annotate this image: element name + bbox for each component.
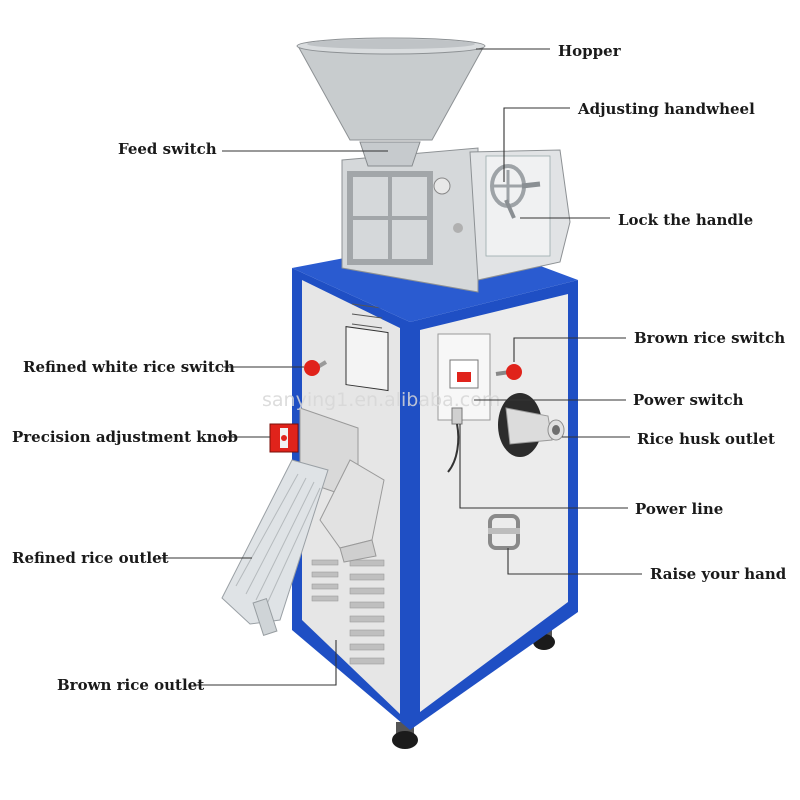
callout-power-line: Power line [459, 424, 723, 518]
callout-adjusting-handwheel: Adjusting handwheel [503, 100, 755, 182]
callout-raise-your-hand: Raise your hand [507, 548, 787, 583]
hopper-bowl [296, 37, 486, 141]
callout-lock-the-handle: Lock the handle [520, 211, 753, 229]
brown-rice-switch-knob [495, 364, 522, 380]
leader-line [513, 337, 626, 362]
watermark-text: sanying1.en.alibaba.com [262, 389, 500, 411]
cabinet-front-face [410, 280, 578, 730]
leader-line [507, 548, 642, 575]
adjusting-handwheel-wheel [490, 164, 541, 219]
callout-refined-white-rice-switch: Refined white rice switch [23, 358, 304, 376]
feed-throat [359, 141, 421, 167]
leader-line [459, 424, 628, 509]
brown-rice-chute [319, 459, 385, 563]
callout-label: Adjusting handwheel [577, 100, 755, 118]
callout-label: Rice husk outlet [637, 430, 775, 448]
callout-label: Raise your hand [650, 565, 787, 583]
callout-refined-rice-outlet: Refined rice outlet [12, 549, 252, 567]
refined-rice-chute [221, 459, 329, 636]
callout-label: Precision adjustment knob [12, 428, 238, 446]
callout-label: Brown rice outlet [57, 676, 204, 694]
huller-housing [341, 147, 571, 293]
callout-feed-switch: Feed switch [118, 140, 388, 158]
leader-line [503, 107, 570, 182]
callout-brown-rice-outlet: Brown rice outlet [57, 640, 337, 694]
callout-label: Hopper [558, 42, 622, 60]
rice-mill-machine [221, 37, 578, 749]
rice-husk-outlet-pipe [498, 393, 565, 457]
callout-label: Refined white rice switch [23, 358, 235, 376]
callout-label: Power switch [633, 391, 744, 409]
callout-label: Feed switch [118, 140, 217, 158]
callout-label: Lock the handle [618, 211, 753, 229]
callout-precision-adjustment-knob: Precision adjustment knob [12, 428, 270, 446]
leader-line [196, 640, 337, 686]
power-cable [447, 423, 460, 473]
callout-label: Power line [635, 500, 723, 518]
callout-brown-rice-switch: Brown rice switch [513, 329, 785, 362]
refined-white-rice-switch-knob [304, 360, 328, 376]
lifting-handle [488, 514, 520, 550]
control-box [437, 333, 491, 425]
callout-hopper: Hopper [476, 42, 622, 60]
callout-label: Refined rice outlet [12, 549, 169, 567]
callout-rice-husk-outlet: Rice husk outlet [562, 430, 775, 448]
callout-power-switch: Power switch [474, 391, 744, 409]
callout-label: Brown rice switch [634, 329, 785, 347]
